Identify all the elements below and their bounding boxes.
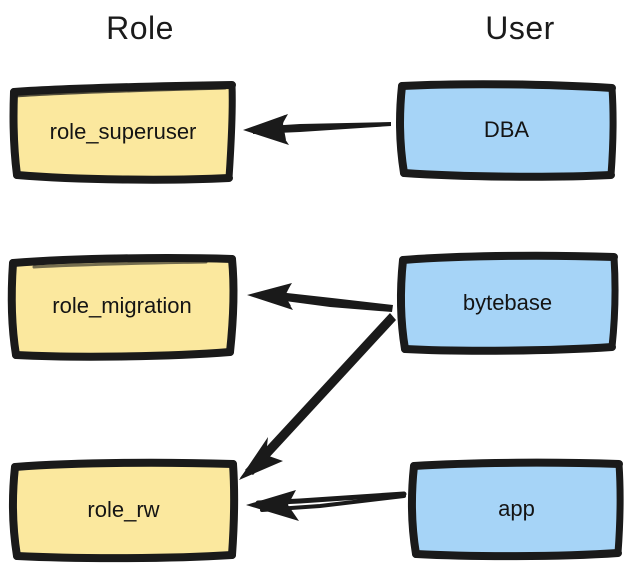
node-shape-bytebase: [396, 251, 619, 355]
node-shape-role-superuser: [9, 81, 236, 184]
column-header-role: Role: [106, 10, 174, 46]
node-app[interactable]: app: [407, 458, 625, 561]
node-shape-dba: [395, 80, 617, 181]
node-shape-role-migration: [7, 254, 238, 361]
edge-dba-to-role-superuser: [243, 114, 391, 145]
edge-bytebase-to-role-migration: [247, 283, 393, 312]
node-role-superuser[interactable]: role_superuser: [9, 81, 236, 184]
edge-bytebase-to-role-rw: [239, 313, 396, 480]
column-header-user: User: [485, 10, 555, 46]
node-bytebase[interactable]: bytebase: [396, 251, 619, 355]
node-shape-app: [407, 458, 624, 561]
node-dba[interactable]: DBA: [395, 80, 618, 181]
node-role-rw[interactable]: role_rw: [8, 458, 239, 563]
node-role-migration[interactable]: role_migration: [6, 254, 238, 361]
edge-app-to-role-rw: [246, 490, 407, 521]
node-shape-role-rw: [8, 458, 239, 563]
